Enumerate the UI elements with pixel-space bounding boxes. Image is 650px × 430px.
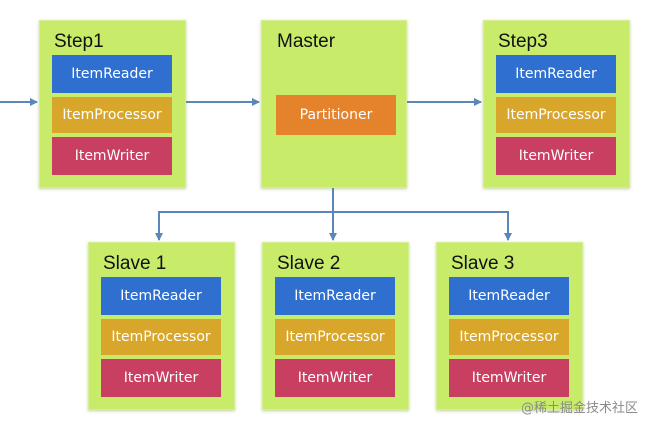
slave-2-item-reader: ItemReader xyxy=(275,277,395,315)
slave-1-item-processor: ItemProcessor xyxy=(101,319,221,355)
step1-box: Step1 ItemReader ItemProcessor ItemWrite… xyxy=(39,20,186,188)
slave-3-item-writer: ItemWriter xyxy=(449,359,569,397)
slave-1-item-reader: ItemReader xyxy=(101,277,221,315)
slave-3-item-reader: ItemReader xyxy=(449,277,569,315)
step3-item-reader: ItemReader xyxy=(496,55,616,93)
master-box: Master Partitioner xyxy=(261,20,407,188)
master-title: Master xyxy=(277,31,336,52)
slave-3-item-processor: ItemProcessor xyxy=(449,319,569,355)
slave-1-box: Slave 1 ItemReader ItemProcessor ItemWri… xyxy=(88,242,235,410)
slave-2-title: Slave 2 xyxy=(277,253,341,274)
step1-title: Step1 xyxy=(54,31,104,52)
step1-item-writer: ItemWriter xyxy=(52,137,172,175)
watermark: @稀土掘金技术社区 xyxy=(520,401,638,416)
slave-2-item-processor: ItemProcessor xyxy=(275,319,395,355)
step3-title: Step3 xyxy=(498,31,548,52)
slave-1-title: Slave 1 xyxy=(103,253,167,274)
step3-item-processor: ItemProcessor xyxy=(496,97,616,133)
slave-1-item-writer: ItemWriter xyxy=(101,359,221,397)
slave-2-item-writer: ItemWriter xyxy=(275,359,395,397)
step3-box: Step3 ItemReader ItemProcessor ItemWrite… xyxy=(483,20,630,188)
slave-3-title: Slave 3 xyxy=(451,253,515,274)
slave-3-box: Slave 3 ItemReader ItemProcessor ItemWri… xyxy=(436,242,583,410)
step1-item-reader: ItemReader xyxy=(52,55,172,93)
step1-item-processor: ItemProcessor xyxy=(52,97,172,133)
slave-2-box: Slave 2 ItemReader ItemProcessor ItemWri… xyxy=(262,242,409,410)
step3-item-writer: ItemWriter xyxy=(496,137,616,175)
master-partitioner: Partitioner xyxy=(276,95,396,135)
